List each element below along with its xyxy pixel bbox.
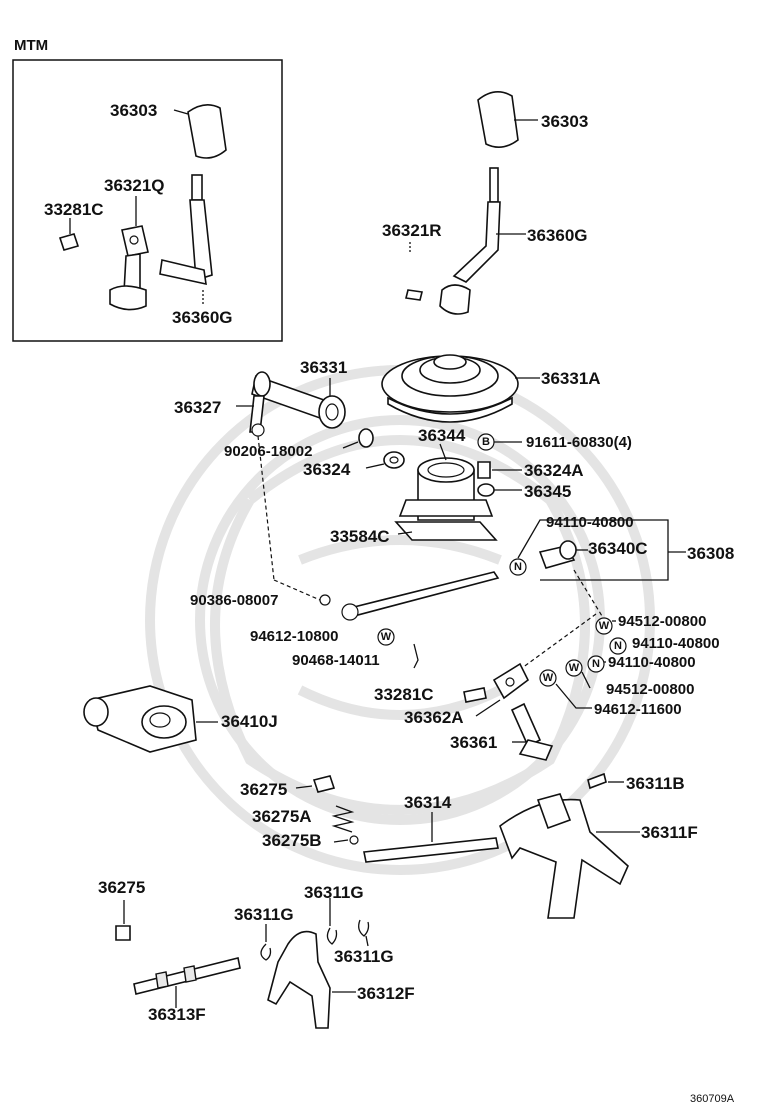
svg-text:N: N [614, 640, 622, 652]
label-36275: 36275 [98, 878, 145, 897]
plug-36345 [477, 483, 495, 497]
pin-36311b [587, 772, 607, 790]
label-36327: 36327 [174, 398, 221, 417]
washer-94512-marker-a: W [595, 617, 613, 635]
selector-lever-36327 [249, 371, 325, 437]
label-36303-inset: 36303 [110, 101, 157, 120]
nut-94110-marker-a: N [509, 558, 527, 576]
svg-text:N: N [514, 561, 522, 573]
shift-fork-36311f [499, 793, 629, 919]
label-36321r: 36321R [382, 221, 442, 240]
label-36361: 36361 [450, 733, 497, 752]
label-36312f: 36312F [357, 984, 415, 1003]
label-94110-c: 94110-40800 [608, 654, 696, 671]
label-36275a: 36275A [252, 807, 312, 826]
shift-lever-36360g [439, 167, 501, 315]
control-rod [341, 571, 500, 621]
shift-fork-36312f [267, 930, 331, 1029]
pin-33281c-inset [58, 233, 80, 251]
shaft-36361 [510, 702, 554, 761]
label-36311f: 36311F [641, 823, 698, 842]
snap-ring-36311g-b [326, 927, 338, 945]
clip-90386 [319, 594, 331, 606]
washer-94612-marker-b: W [539, 669, 557, 687]
pin-33281c [463, 687, 487, 703]
label-33281c: 33281C [374, 685, 434, 704]
label-36275b: 36275B [262, 831, 322, 850]
label-91611: 91611-60830(4) [526, 434, 632, 451]
label-36344: 36344 [418, 426, 466, 445]
label-94110-a: 94110-40800 [546, 514, 634, 531]
label-94110-b: 94110-40800 [632, 635, 720, 652]
label-36311g-c: 36311G [334, 947, 394, 966]
label-90206: 90206-18002 [224, 443, 312, 460]
inset-title: MTM [14, 37, 48, 54]
label-36314: 36314 [404, 793, 452, 812]
ball-36275b [349, 835, 359, 845]
label-36321q: 36321Q [104, 176, 165, 195]
gasket-33584c [394, 521, 498, 541]
label-90386: 90386-08007 [190, 592, 278, 609]
label-36324a: 36324A [524, 461, 584, 480]
washer-marker-b: W [565, 659, 583, 677]
svg-text:N: N [592, 658, 600, 670]
svg-text:B: B [482, 436, 490, 448]
label-36331a: 36331A [541, 369, 601, 388]
svg-text:W: W [543, 672, 554, 684]
inset-frame [12, 59, 283, 342]
knob-36303-inset [187, 104, 227, 159]
plug-36275 [115, 925, 131, 941]
label-36311g-a: 36311G [234, 905, 294, 924]
label-36340c: 36340C [588, 539, 648, 558]
label-36331: 36331 [300, 358, 347, 377]
label-36360g: 36360G [527, 226, 588, 245]
label-36324: 36324 [303, 460, 351, 479]
lever-36321q-inset [109, 225, 149, 311]
label-36311g-b: 36311G [304, 883, 364, 902]
label-94512-a: 94512-00800 [618, 613, 706, 630]
shift-shaft-36314 [363, 837, 499, 863]
plug-36275-top [312, 775, 336, 793]
nut-94110-marker-c: N [587, 655, 605, 673]
knob-36303 [477, 91, 519, 148]
spring-36275a [331, 805, 355, 833]
washer-94612-marker-a: W [377, 628, 395, 646]
label-36345: 36345 [524, 482, 571, 501]
svg-text:W: W [381, 631, 392, 643]
shift-boot-36331a [381, 354, 519, 423]
lever-36362a [492, 662, 530, 700]
shift-lever-36340c [538, 540, 577, 569]
pin-36321r [405, 289, 423, 301]
label-36311b: 36311B [626, 774, 685, 793]
svg-text:W: W [569, 662, 580, 674]
label-94512-b: 94512-00800 [606, 681, 694, 698]
shift-lever-36360g-inset [159, 174, 213, 286]
bolt-91611-marker: B [477, 433, 495, 451]
shift-shaft-36313f [133, 957, 241, 995]
clip-90206 [358, 428, 374, 448]
label-36313f: 36313F [148, 1005, 206, 1024]
label-36275-top: 36275 [240, 780, 287, 799]
svg-text:W: W [599, 620, 610, 632]
label-36362a: 36362A [404, 708, 464, 727]
label-36303: 36303 [541, 112, 588, 131]
label-33584c: 33584C [330, 527, 390, 546]
shift-housing-36344 [398, 457, 494, 521]
nut-94110-marker-b: N [609, 637, 627, 655]
label-36410j: 36410J [221, 712, 278, 731]
label-36360g-inset: 36360G [172, 308, 233, 327]
label-36308: 36308 [687, 544, 734, 563]
pin-90468 [413, 643, 419, 669]
spring-36324a [477, 461, 491, 479]
label-94612-a: 94612-10800 [250, 628, 338, 645]
retainer-36410j [83, 685, 197, 753]
footer-code: 360709A [690, 1093, 735, 1105]
label-33281c-inset: 33281C [44, 200, 104, 219]
label-94612-b: 94612-11600 [594, 701, 682, 718]
snap-ring-36311g-c [358, 919, 370, 937]
label-90468: 90468-14011 [292, 652, 380, 669]
snap-ring-36311g-a [260, 943, 272, 961]
